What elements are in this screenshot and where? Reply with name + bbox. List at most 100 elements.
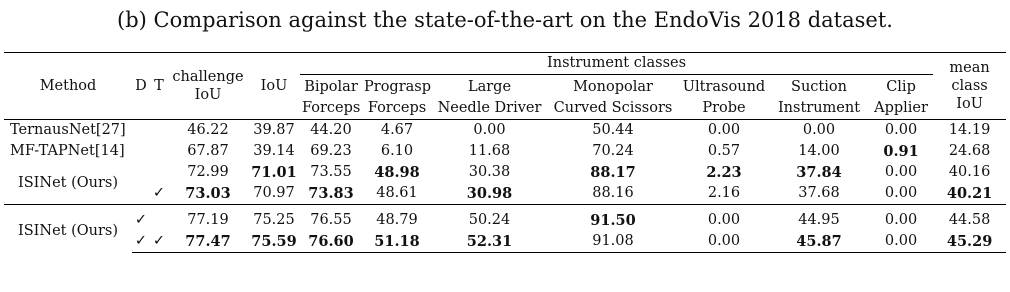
cell-method: MF-TAPNet[14] bbox=[10, 143, 125, 159]
cell-t bbox=[150, 119, 168, 141]
cell-d bbox=[132, 119, 150, 141]
cell-clip-applier: 0.00 bbox=[869, 183, 934, 205]
cell-mean-class-iou: 40.21 bbox=[933, 183, 1007, 205]
header-class-line2: Forceps bbox=[367, 100, 427, 116]
header-class-line2: Needle Driver bbox=[437, 100, 542, 116]
cell-mean-class-iou: 44.58 bbox=[948, 212, 991, 228]
cell-prograsp: 48.98 bbox=[374, 164, 420, 181]
cell-iou: 75.59 bbox=[248, 231, 300, 253]
cell-needle-driver: 0.00 bbox=[432, 119, 547, 141]
cell-prograsp: 6.10 bbox=[380, 143, 414, 159]
cell-ultrasound: 2.16 bbox=[679, 183, 769, 205]
cell-t bbox=[150, 210, 168, 231]
header-mean-line3: IoU bbox=[956, 96, 983, 112]
header-d: D bbox=[132, 52, 150, 120]
header-row-1: Method D T challenge IoU IoU Instrument … bbox=[4, 52, 1007, 120]
header-class-line2: Instrument bbox=[777, 100, 861, 116]
cell-method: ISINet (Ours) bbox=[18, 174, 119, 191]
table-row-isinet-b1: ISINet (Ours) ✓ 77.19 75.25 76.55 48.79 … bbox=[4, 210, 1006, 239]
cell-bipolar: 76.60 bbox=[300, 231, 362, 253]
cell-clip-applier: 0.00 bbox=[884, 212, 918, 228]
cell-mean-class-iou: 45.29 bbox=[933, 231, 1007, 253]
cell-method: TernausNet[27] bbox=[4, 119, 132, 141]
cell-ultrasound: 0.00 bbox=[679, 119, 769, 141]
header-mean-class-iou: mean class IoU bbox=[933, 52, 1007, 120]
cell-suction: 0.00 bbox=[769, 119, 869, 141]
cell-iou: 39.14 bbox=[253, 143, 295, 159]
cell-prograsp: 48.61 bbox=[362, 183, 432, 205]
cell-suction: 45.87 bbox=[769, 231, 869, 253]
cell-suction: 37.84 bbox=[796, 164, 842, 181]
header-iou: IoU bbox=[248, 52, 300, 120]
cell-suction: 14.00 bbox=[798, 143, 840, 159]
header-challenge-iou-line2: IoU bbox=[194, 87, 222, 103]
results-table: Method D T challenge IoU IoU Instrument … bbox=[4, 52, 1007, 253]
cell-ultrasound: 2.23 bbox=[706, 164, 742, 181]
cell-challenge-iou: 67.87 bbox=[187, 143, 229, 159]
cell-mean-class-iou: 14.19 bbox=[933, 119, 1007, 141]
cell-mean-class-iou: 40.16 bbox=[948, 164, 991, 180]
cell-challenge-iou: 77.19 bbox=[187, 212, 229, 228]
cell-bipolar: 44.20 bbox=[300, 119, 362, 141]
header-class-line2: Forceps bbox=[302, 100, 361, 116]
cell-prograsp: 48.79 bbox=[376, 212, 418, 228]
cell-clip-applier: 0.00 bbox=[869, 119, 934, 141]
header-mean-line1: mean bbox=[949, 60, 990, 76]
header-class-line1: Suction bbox=[791, 79, 847, 95]
table-caption: (b) Comparison against the state-of-the-… bbox=[117, 8, 893, 32]
cell-prograsp: 51.18 bbox=[362, 231, 432, 253]
cell-t bbox=[150, 162, 168, 183]
cell-d: ✓ bbox=[134, 212, 148, 228]
cell-ultrasound: 0.57 bbox=[707, 143, 741, 159]
header-class-line1: Ultrasound bbox=[682, 79, 766, 95]
header-challenge-iou-line1: challenge bbox=[172, 69, 244, 85]
table-row-mftapnet: MF-TAPNet[14] 67.87 39.14 69.23 6.10 11.… bbox=[4, 141, 1006, 162]
cell-t bbox=[150, 141, 168, 162]
cell-monopolar: 70.24 bbox=[592, 143, 634, 159]
header-challenge-iou: challenge IoU bbox=[168, 52, 248, 120]
table-row-isinet-b2: ✓ ✓ 77.47 75.59 76.60 51.18 52.31 91.08 … bbox=[4, 231, 1007, 253]
cell-t: ✓ bbox=[150, 183, 168, 205]
cell-iou: 39.87 bbox=[248, 119, 300, 141]
cell-mean-class-iou: 24.68 bbox=[948, 143, 991, 159]
cell-challenge-iou: 46.22 bbox=[168, 119, 248, 141]
header-t: T bbox=[150, 52, 168, 120]
cell-method: ISINet (Ours) bbox=[18, 222, 119, 239]
cell-t: ✓ bbox=[150, 231, 168, 253]
cell-d bbox=[132, 162, 150, 183]
results-table-wrapper: Method D T challenge IoU IoU Instrument … bbox=[4, 52, 1007, 253]
cell-monopolar: 50.44 bbox=[547, 119, 679, 141]
table-row-ternausnet: TernausNet[27] 46.22 39.87 44.20 4.67 0.… bbox=[4, 119, 1007, 141]
cell-monopolar: 91.08 bbox=[547, 231, 679, 253]
cell-prograsp: 4.67 bbox=[362, 119, 432, 141]
header-instrument-classes: Instrument classes bbox=[300, 52, 934, 75]
table-row-isinet-a2: ✓ 73.03 70.97 73.83 48.61 30.98 88.16 2.… bbox=[4, 183, 1007, 205]
header-class-line1: Monopolar bbox=[573, 79, 653, 95]
header-class-line2: Curved Scissors bbox=[553, 100, 673, 116]
cell-clip-applier: 0.00 bbox=[869, 231, 934, 253]
header-class-line1: Prograsp bbox=[364, 79, 431, 95]
cell-ultrasound: 0.00 bbox=[679, 231, 769, 253]
cell-monopolar: 91.50 bbox=[590, 212, 636, 229]
cell-monopolar: 88.17 bbox=[590, 164, 636, 181]
cell-challenge-iou: 73.03 bbox=[168, 183, 248, 205]
cell-needle-driver: 30.98 bbox=[432, 183, 547, 205]
cell-bipolar: 73.55 bbox=[310, 164, 352, 180]
cell-d bbox=[132, 183, 150, 205]
header-class-line1: Clip bbox=[886, 79, 916, 95]
header-mean-line2: class bbox=[951, 78, 988, 94]
cell-monopolar: 88.16 bbox=[547, 183, 679, 205]
cell-d: ✓ bbox=[132, 231, 150, 253]
cell-needle-driver: 52.31 bbox=[432, 231, 547, 253]
cell-clip-applier: 0.00 bbox=[884, 164, 918, 180]
cell-d bbox=[132, 141, 150, 162]
header-class-line2: Applier bbox=[874, 100, 928, 116]
table-row-isinet-a1: ISINet (Ours) 72.99 71.01 73.55 48.98 30… bbox=[4, 162, 1006, 191]
